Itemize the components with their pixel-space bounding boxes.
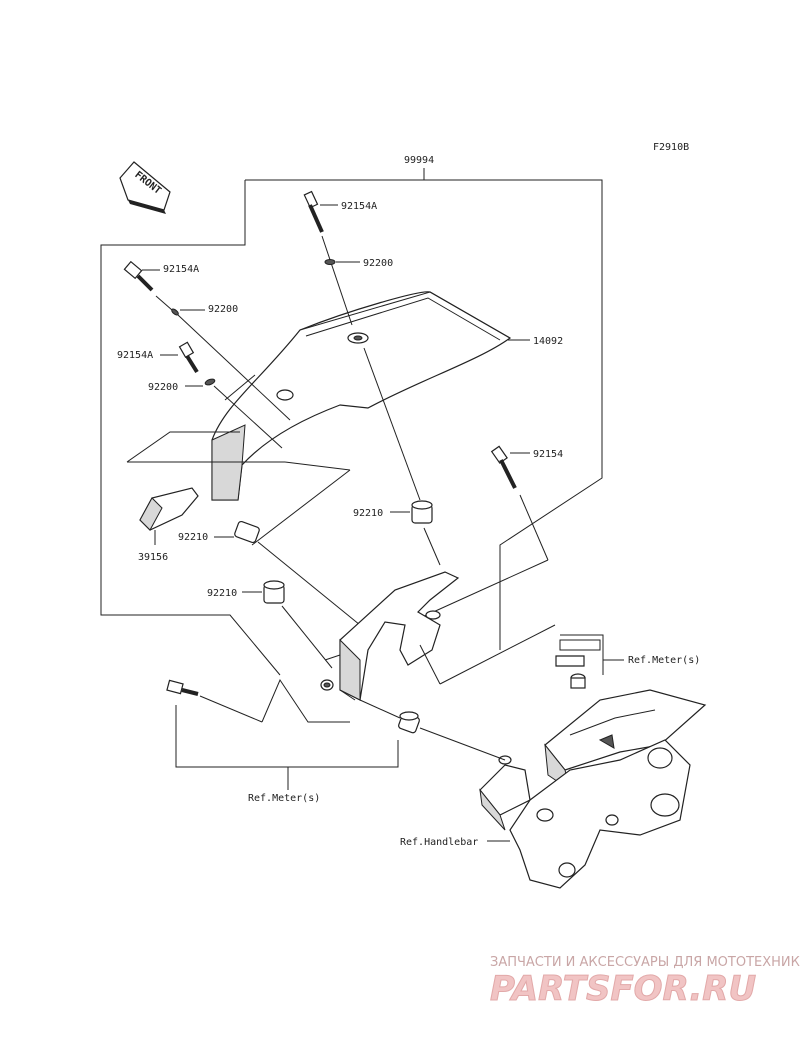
washer-92200-mid: 92200	[148, 378, 283, 449]
label-92154a-mid: 92154A	[117, 350, 153, 361]
label-ref-meter-bottom: Ref.Meter(s)	[248, 793, 320, 804]
label-92154a-top: 92154A	[341, 201, 377, 212]
label-14092: 14092	[533, 336, 563, 347]
label-92154a-left: 92154A	[163, 264, 199, 275]
front-arrow-icon: FRONT	[119, 161, 171, 214]
bolt-92154: 92154	[419, 445, 563, 619]
label-92210-b: 92210	[178, 532, 208, 543]
watermark-caption: ЗАПЧАСТИ И АКСЕССУАРЫ ДЛЯ МОТОТЕХНИКИ	[490, 955, 800, 970]
guide-lines	[126, 374, 351, 546]
collar-92210-b: 92210	[178, 520, 361, 626]
meter-rubbers: Ref.Meter(s)	[419, 624, 700, 689]
assembly-frame: 99994	[100, 155, 603, 676]
handlebar-clamp: Ref.Handlebar	[400, 739, 691, 889]
figure-id-label: F2910B	[653, 142, 689, 153]
bracket-part	[320, 571, 460, 701]
label-92210-a: 92210	[353, 508, 383, 519]
label-92200-mid: 92200	[148, 382, 178, 393]
collar-92210-a: 92210	[353, 347, 441, 566]
collar-92210-c: 92210	[207, 580, 333, 669]
windshield-part: 14092	[211, 291, 563, 501]
label-ref-meter-right: Ref.Meter(s)	[628, 655, 700, 666]
bolt-92154a-top: 92154A	[303, 190, 377, 326]
washer-92200-top: 92200	[324, 258, 393, 269]
bolt-92154a-left: 92154A	[123, 260, 199, 311]
label-92200-left: 92200	[208, 304, 238, 315]
watermark-brand: PARTSFOR.RU	[490, 969, 756, 1009]
bottom-collar	[359, 699, 506, 761]
label-92200-top: 92200	[363, 258, 393, 269]
label-92154: 92154	[533, 449, 563, 460]
bolt-bottom: Ref.Meter(s)	[166, 678, 399, 804]
label-ref-handlebar: Ref.Handlebar	[400, 837, 478, 848]
label-92210-c: 92210	[207, 588, 237, 599]
assembly-label: 99994	[404, 155, 434, 166]
bolt-92154a-mid: 92154A	[117, 341, 199, 374]
washer-92200-left: 92200	[171, 304, 291, 421]
cover-39156: 39156	[127, 461, 285, 563]
label-39156: 39156	[138, 552, 168, 563]
